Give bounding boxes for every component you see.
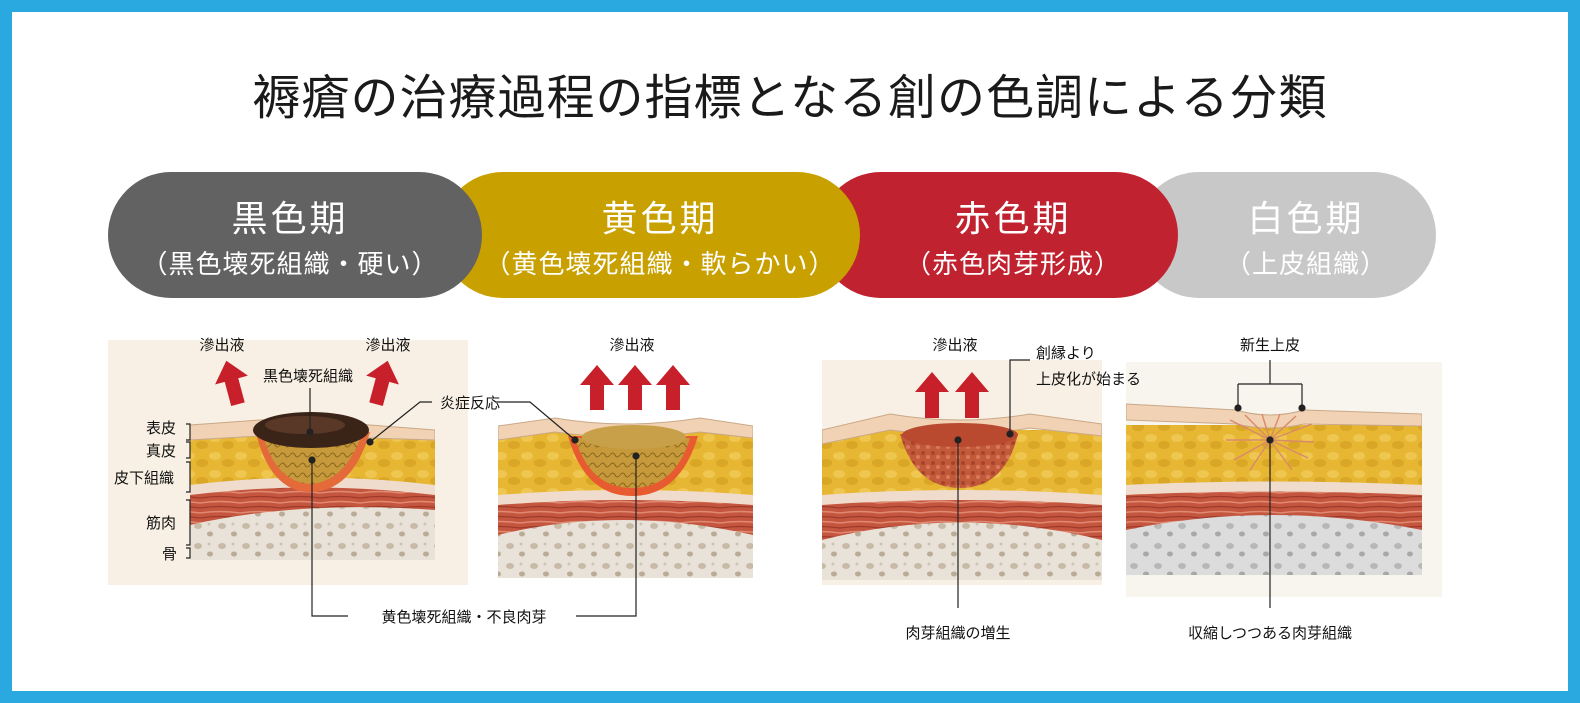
stage-red-name: 赤色期 bbox=[954, 199, 1072, 240]
label-dermis: 真皮 bbox=[146, 442, 177, 460]
stage-white-name: 白色期 bbox=[1247, 199, 1365, 240]
stage-red-sub: （赤色肉芽形成） bbox=[904, 250, 1121, 280]
stage-white-sub: （上皮組織） bbox=[1224, 250, 1387, 280]
stage-black-name: 黒色期 bbox=[231, 199, 349, 240]
label-new-epidermis: 新生上皮 bbox=[1239, 336, 1301, 354]
label-contracting-granulation: 収縮しつつある肉芽組織 bbox=[1187, 624, 1353, 642]
label-black-necrosis: 黒色壊死組織 bbox=[262, 367, 354, 385]
panel-black-stage bbox=[108, 340, 468, 617]
stage-yellow-name: 黄色期 bbox=[601, 199, 719, 240]
stage-red: 赤色期 （赤色肉芽形成） bbox=[818, 172, 1178, 298]
label-exudate-3: 滲出液 bbox=[932, 336, 978, 354]
label-inflammation: 炎症反応 bbox=[440, 394, 501, 412]
label-wound-edge-2: 上皮化が始まる bbox=[1036, 370, 1142, 388]
contracting-tissue-rays bbox=[1226, 413, 1315, 474]
label-exudate-1a: 滲出液 bbox=[199, 336, 245, 354]
label-bone: 骨 bbox=[162, 545, 178, 563]
label-wound-edge-1: 創縁より bbox=[1036, 344, 1096, 362]
stage-yellow-sub: （黄色壊死組織・軟らかい） bbox=[484, 250, 836, 280]
label-granulation-growth: 肉芽組織の増生 bbox=[905, 624, 1011, 642]
panel-red-stage bbox=[822, 359, 1102, 608]
panel-white-stage bbox=[1126, 360, 1442, 608]
label-subcutis: 皮下組織 bbox=[114, 469, 175, 487]
panel-yellow-stage bbox=[478, 340, 778, 617]
page-title: 褥瘡の治療過程の指標となる創の色調による分類 bbox=[252, 70, 1328, 126]
stage-white: 白色期 （上皮組織） bbox=[1136, 172, 1436, 298]
label-exudate-2: 滲出液 bbox=[609, 336, 655, 354]
label-epidermis: 表皮 bbox=[146, 419, 177, 437]
stage-black: 黒色期 （黒色壊死組織・硬い） bbox=[108, 172, 482, 298]
stage-black-sub: （黒色壊死組織・硬い） bbox=[141, 250, 439, 280]
label-yellow-necrosis: 黄色壊死組織・不良肉芽 bbox=[381, 608, 547, 626]
stage-yellow: 黄色期 （黄色壊死組織・軟らかい） bbox=[440, 172, 860, 298]
label-muscle: 筋肉 bbox=[146, 514, 177, 532]
label-exudate-1b: 滲出液 bbox=[365, 336, 411, 354]
